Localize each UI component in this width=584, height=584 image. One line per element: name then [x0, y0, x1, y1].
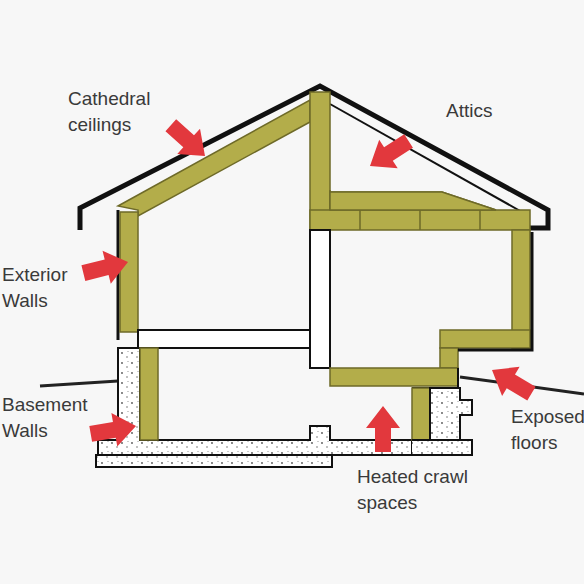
wall-insulation — [120, 212, 138, 332]
callout-label: Basement Walls — [2, 392, 92, 444]
floor-insulation — [330, 368, 458, 386]
callout-label: Attics — [446, 98, 536, 124]
callout-label: Exposed floors — [511, 404, 581, 456]
crawl-insulation — [412, 388, 430, 440]
floor-insulation — [440, 330, 530, 348]
wall-line — [458, 232, 532, 350]
ceiling-insulation — [118, 100, 310, 216]
wall-line — [412, 368, 458, 388]
crawl-foundation — [430, 388, 472, 440]
ground-line — [40, 381, 118, 386]
pointer-arrow — [483, 355, 540, 408]
footing — [96, 455, 332, 467]
pointer-arrow — [361, 127, 418, 181]
callout-label: Exterior Walls — [2, 262, 82, 314]
pointer-arrow — [88, 409, 139, 450]
interior-wall — [310, 230, 330, 368]
basement-insulation — [140, 348, 158, 440]
crawl-footing — [412, 440, 472, 455]
callout-label: Heated crawl spaces — [357, 464, 469, 516]
pointer-arrow — [366, 406, 400, 452]
foundation — [98, 348, 412, 455]
attic-insulation — [330, 192, 496, 210]
floor-insulation — [440, 348, 458, 368]
callout-label: Cathedral ceilings — [68, 86, 168, 138]
attic-roof-line — [330, 104, 522, 212]
attic-insulation — [330, 192, 496, 210]
pointer-arrow — [79, 246, 132, 290]
floor — [138, 330, 310, 348]
pointer-arrow — [159, 113, 216, 169]
